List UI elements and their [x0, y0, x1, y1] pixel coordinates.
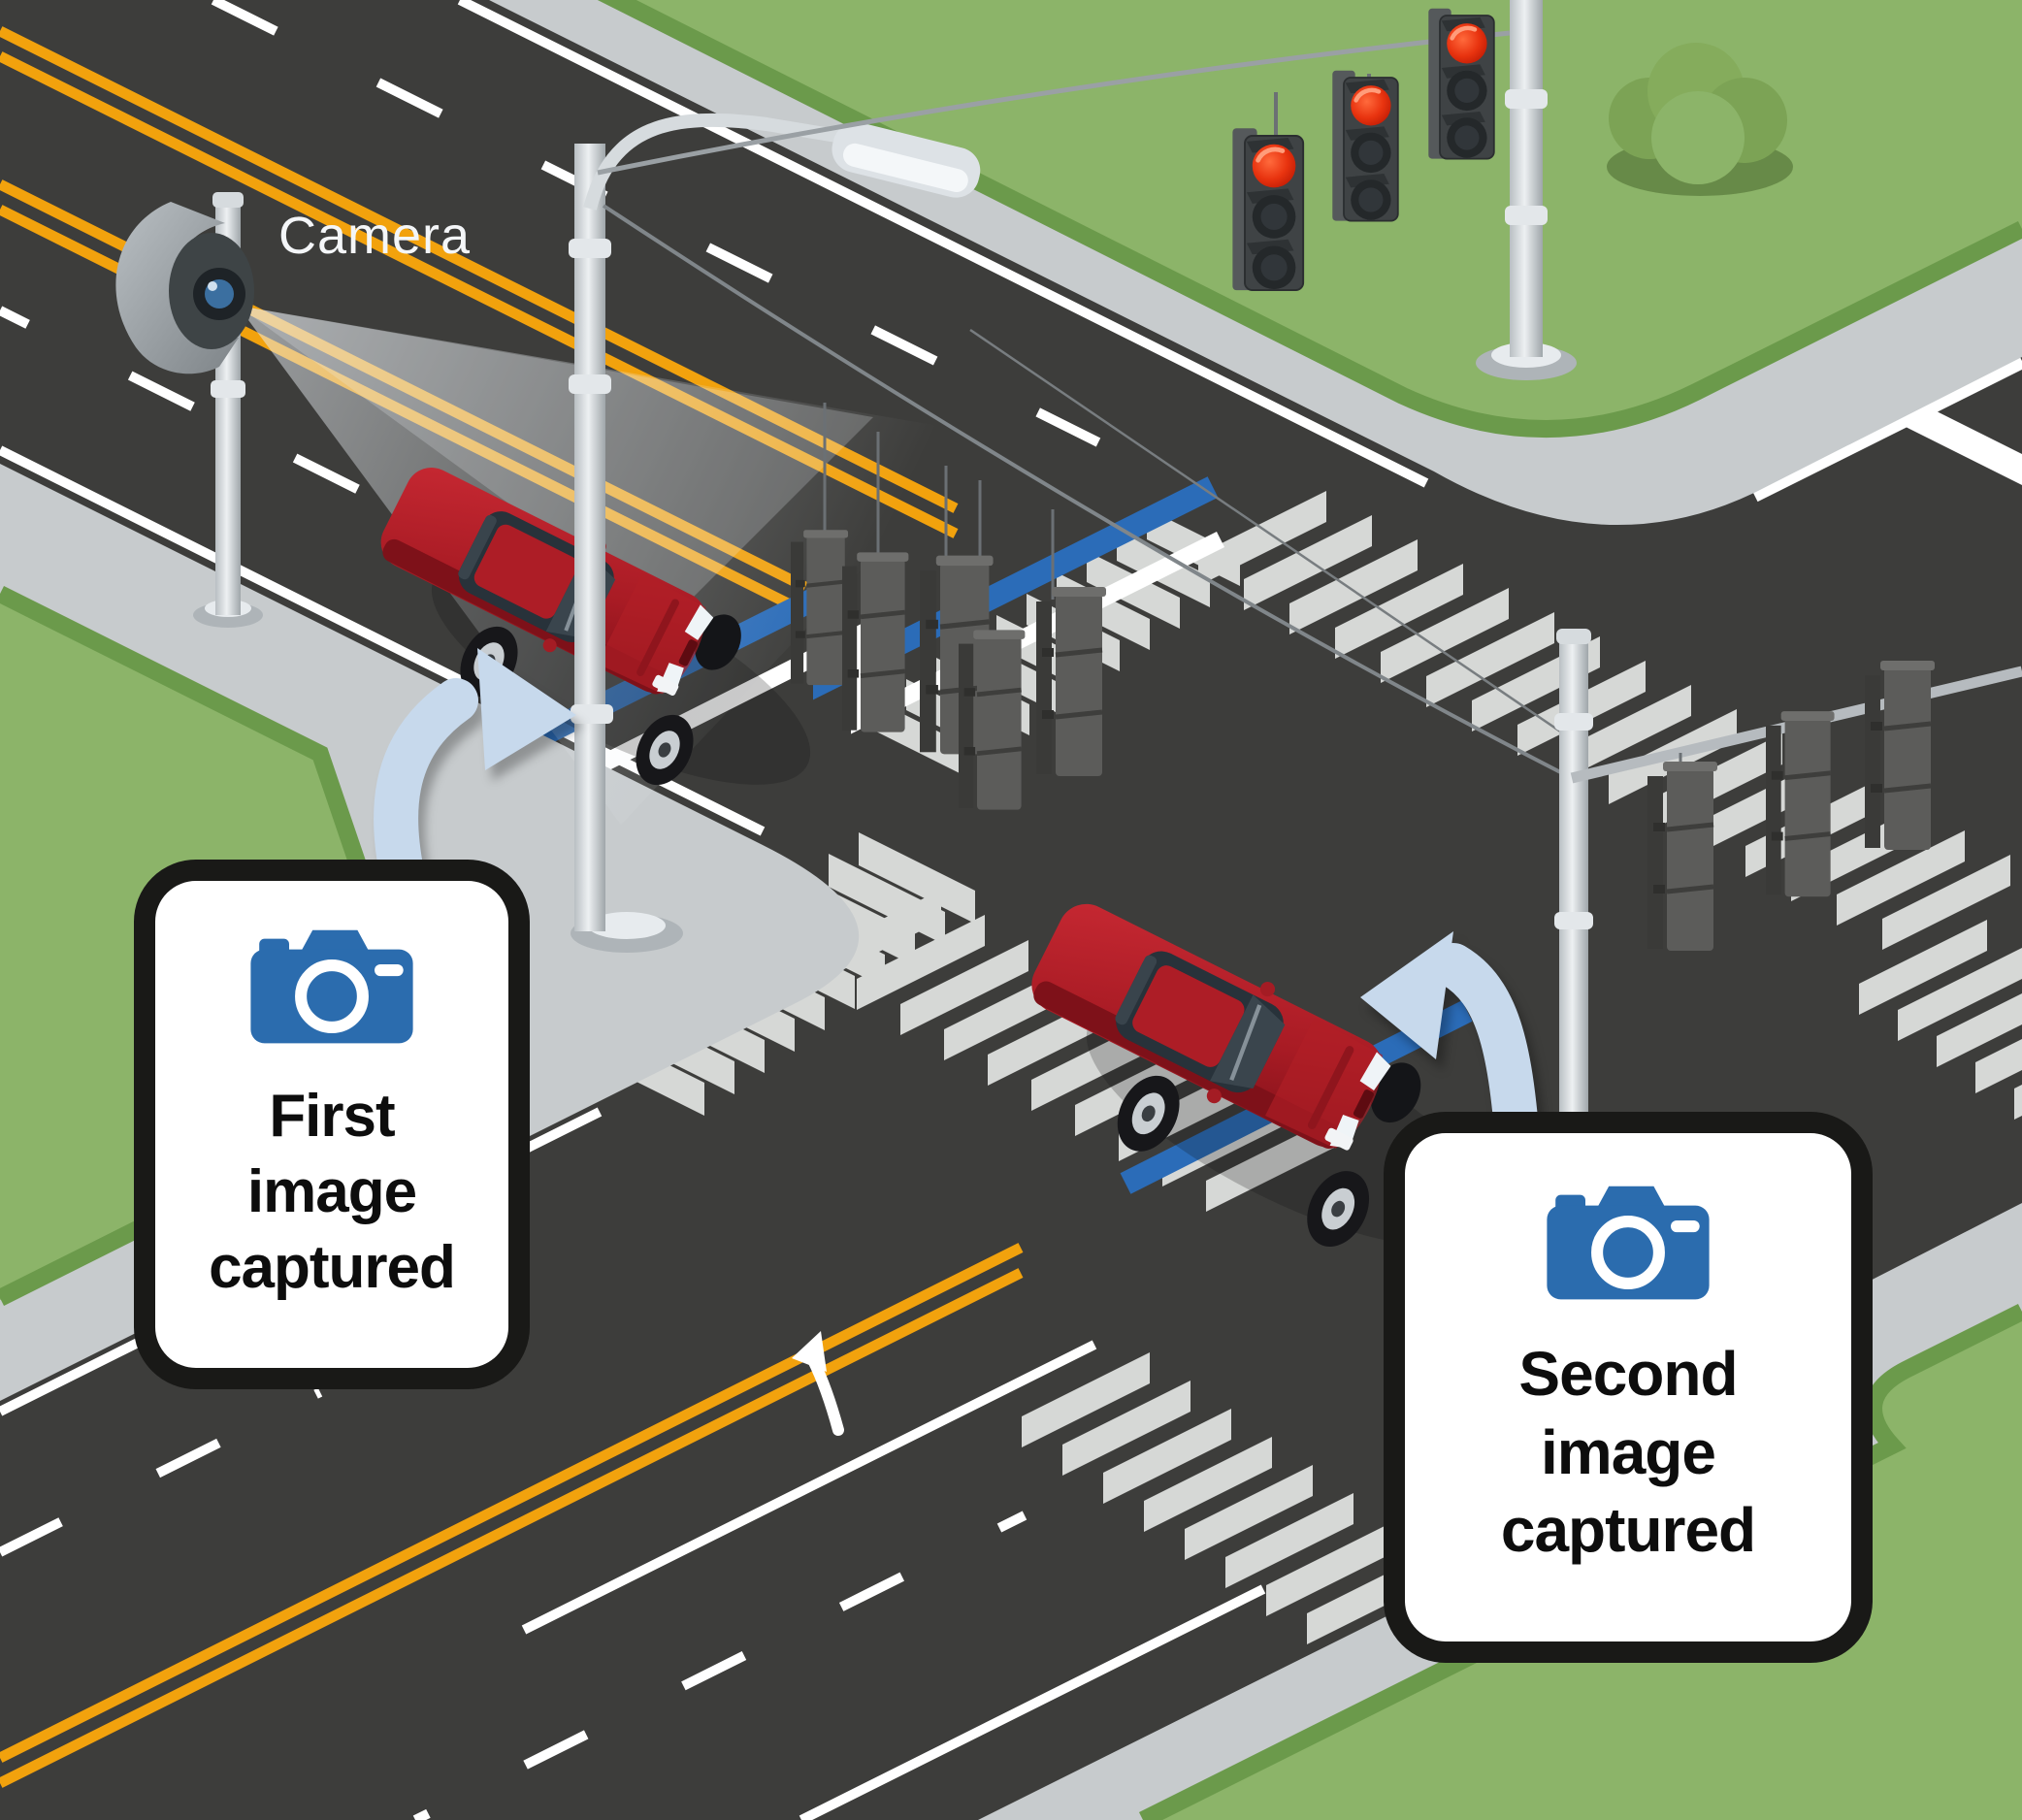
traffic-light-back — [842, 552, 908, 731]
street-lamp — [569, 113, 981, 953]
zebra-stripe — [1381, 588, 1509, 683]
callout-line: captured — [1500, 1495, 1756, 1566]
traffic-light-red-2 — [1332, 71, 1398, 221]
zebra-stripe — [1882, 855, 2010, 950]
traffic-light-back — [959, 630, 1025, 809]
arrow-second-capture — [1360, 931, 1540, 1162]
callout-second-text: Second image captured — [1500, 1335, 1756, 1570]
camera-label: Camera — [278, 207, 472, 265]
traffic-light-back — [1647, 762, 1717, 951]
road-edge-line — [799, 1584, 1266, 1820]
zebra-stripe — [1335, 564, 1463, 659]
zebra-stripe — [1266, 1521, 1394, 1616]
zebra-stripe — [859, 832, 975, 924]
traffic-light-red-3 — [1428, 9, 1494, 159]
zebra-stripe — [1198, 491, 1326, 586]
callout-first-capture: First image captured — [134, 860, 530, 1389]
callout-line: Second — [1518, 1339, 1738, 1409]
zebra-stripe — [1859, 920, 1987, 1015]
zebra-stripe — [1837, 830, 1965, 926]
zebra-stripe — [2014, 1085, 2022, 1120]
zebra-stripe — [1144, 1437, 1272, 1532]
traffic-light-back — [1865, 661, 1935, 850]
grass-edge — [1138, 1303, 2022, 1820]
lamp-head — [832, 121, 981, 198]
road-edge-line — [1750, 353, 2022, 503]
traffic-light-back — [1766, 711, 1835, 896]
signal-pole-north — [1476, 0, 1577, 380]
crosswalk-south-lower — [1022, 1352, 1435, 1644]
zebra-stripe — [1975, 1039, 2022, 1093]
callout-line: captured — [209, 1234, 456, 1302]
zebra-stripe — [1937, 993, 2022, 1067]
speed-camera-assembly — [115, 192, 263, 628]
grass-south — [1143, 1312, 2022, 1820]
zebra-stripe — [1563, 685, 1691, 780]
arrowhead-right-icon — [477, 648, 576, 770]
camera-icon — [250, 929, 413, 1044]
lane-dashes — [0, 1387, 323, 1557]
speed-camera — [115, 202, 254, 374]
zebra-stripe — [1103, 1409, 1231, 1504]
double-yellow-line-c1 — [0, 1243, 1024, 1763]
zebra-stripe — [1185, 1465, 1313, 1560]
road-edge-line — [457, 0, 1429, 488]
zebra-stripe — [1225, 1493, 1353, 1588]
zebra-stripe — [900, 940, 1028, 1035]
traffic-light-back — [1036, 587, 1106, 776]
traffic-light-red-1 — [1232, 128, 1303, 290]
crosswalk-far-east — [1859, 920, 2022, 1120]
arrowhead-left-icon — [1360, 931, 1453, 1059]
camera-icon — [1547, 1186, 1710, 1300]
zebra-stripe — [1289, 539, 1418, 634]
lane-dashes — [0, 306, 684, 656]
zebra-stripe — [1022, 1352, 1150, 1447]
turn-arrow-marking — [792, 1331, 844, 1436]
callout-line: First — [269, 1083, 395, 1150]
bush — [1607, 43, 1793, 196]
turn-lane-line — [521, 1340, 1097, 1635]
zebra-stripe — [1898, 948, 2022, 1041]
grass-edge — [597, 0, 2022, 438]
traffic-light-back — [791, 530, 848, 685]
zebra-stripe — [1426, 612, 1554, 707]
callout-line: image — [246, 1158, 417, 1226]
zebra-stripe — [1062, 1381, 1190, 1476]
zebra-stripe — [1244, 515, 1372, 610]
lane-dashes — [412, 1511, 1027, 1820]
double-yellow-line-c2 — [0, 1268, 1024, 1788]
callout-line: image — [1541, 1416, 1716, 1487]
callout-second-capture: Second image captured — [1384, 1112, 1873, 1663]
callout-first-text: First image captured — [209, 1079, 456, 1306]
zebra-stripe — [857, 915, 985, 1010]
